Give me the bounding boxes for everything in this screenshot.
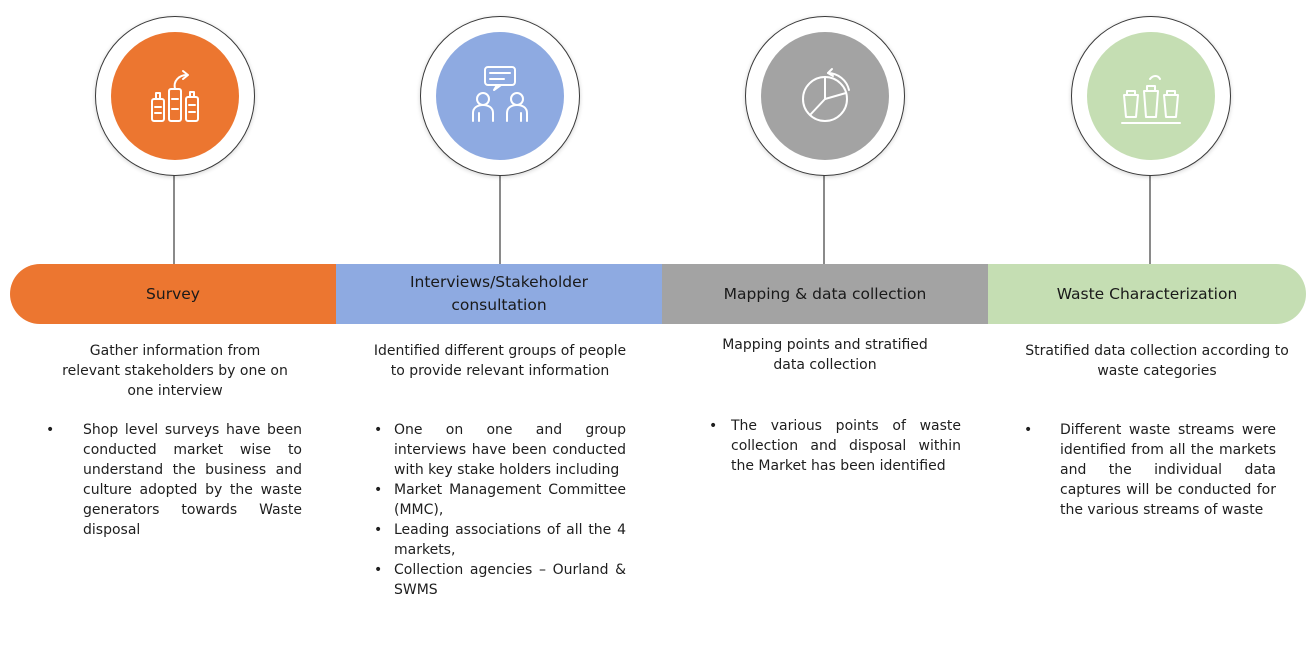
waste-connector-line	[1149, 174, 1151, 264]
interviews-bullet-list: •One on one and group interviews have be…	[374, 420, 626, 600]
waste-summary: Stratified data collection according to …	[1025, 343, 1289, 379]
stage-title-interviews: Interviews/Stakeholder consultation	[409, 273, 589, 314]
mapping-bullet-list: •The various points of waste collection …	[709, 416, 961, 476]
survey-bottles-icon	[151, 70, 199, 122]
stage-label-survey: Survey	[10, 264, 336, 324]
stage-label-mapping: Mapping & data collection	[662, 264, 988, 324]
waste-bullet-list: •Different waste streams were identified…	[1024, 420, 1276, 520]
waste-icon-circle	[1071, 16, 1231, 176]
stage-title-mapping: Mapping & data collection	[723, 284, 927, 303]
survey-bullet-list: •Shop level surveys have been conducted …	[46, 420, 302, 540]
list-item: •Market Management Committee (MMC),	[374, 482, 626, 518]
mapping-connector-line	[823, 174, 825, 264]
mapping-icon-circle	[745, 16, 905, 176]
list-item: •One on one and group interviews have be…	[374, 422, 626, 478]
survey-summary: Gather information from relevant stakeho…	[62, 343, 288, 399]
stage-label-waste: Waste Characterization	[988, 264, 1306, 324]
waste-icon-badge	[1087, 32, 1215, 160]
waste-bins-icon	[1121, 75, 1181, 124]
survey-connector-line	[173, 174, 175, 264]
mapping-summary: Mapping points and stratified data colle…	[722, 337, 928, 373]
interviews-icon-circle	[420, 16, 580, 176]
interviews-connector-line	[499, 174, 501, 264]
stage-title-survey: Survey	[146, 284, 200, 303]
survey-icon-circle	[95, 16, 255, 176]
list-item: •Leading associations of all the 4 marke…	[374, 522, 626, 558]
stage-title-waste: Waste Characterization	[1056, 284, 1238, 303]
mapping-icon-badge	[761, 32, 889, 160]
interviews-summary: Identified different groups of people to…	[373, 343, 627, 379]
stage-label-interviews: Interviews/Stakeholder consultation	[336, 264, 662, 324]
list-item: •Collection agencies – Ourland & SWMS	[374, 562, 626, 598]
list-item: •Shop level surveys have been conducted …	[46, 422, 302, 538]
pie-chart-icon	[802, 68, 850, 122]
list-item: •Different waste streams were identified…	[1024, 422, 1276, 518]
interview-people-icon	[472, 66, 528, 122]
list-item: •The various points of waste collection …	[709, 418, 961, 474]
interviews-icon-badge	[436, 32, 564, 160]
survey-icon-badge	[111, 32, 239, 160]
